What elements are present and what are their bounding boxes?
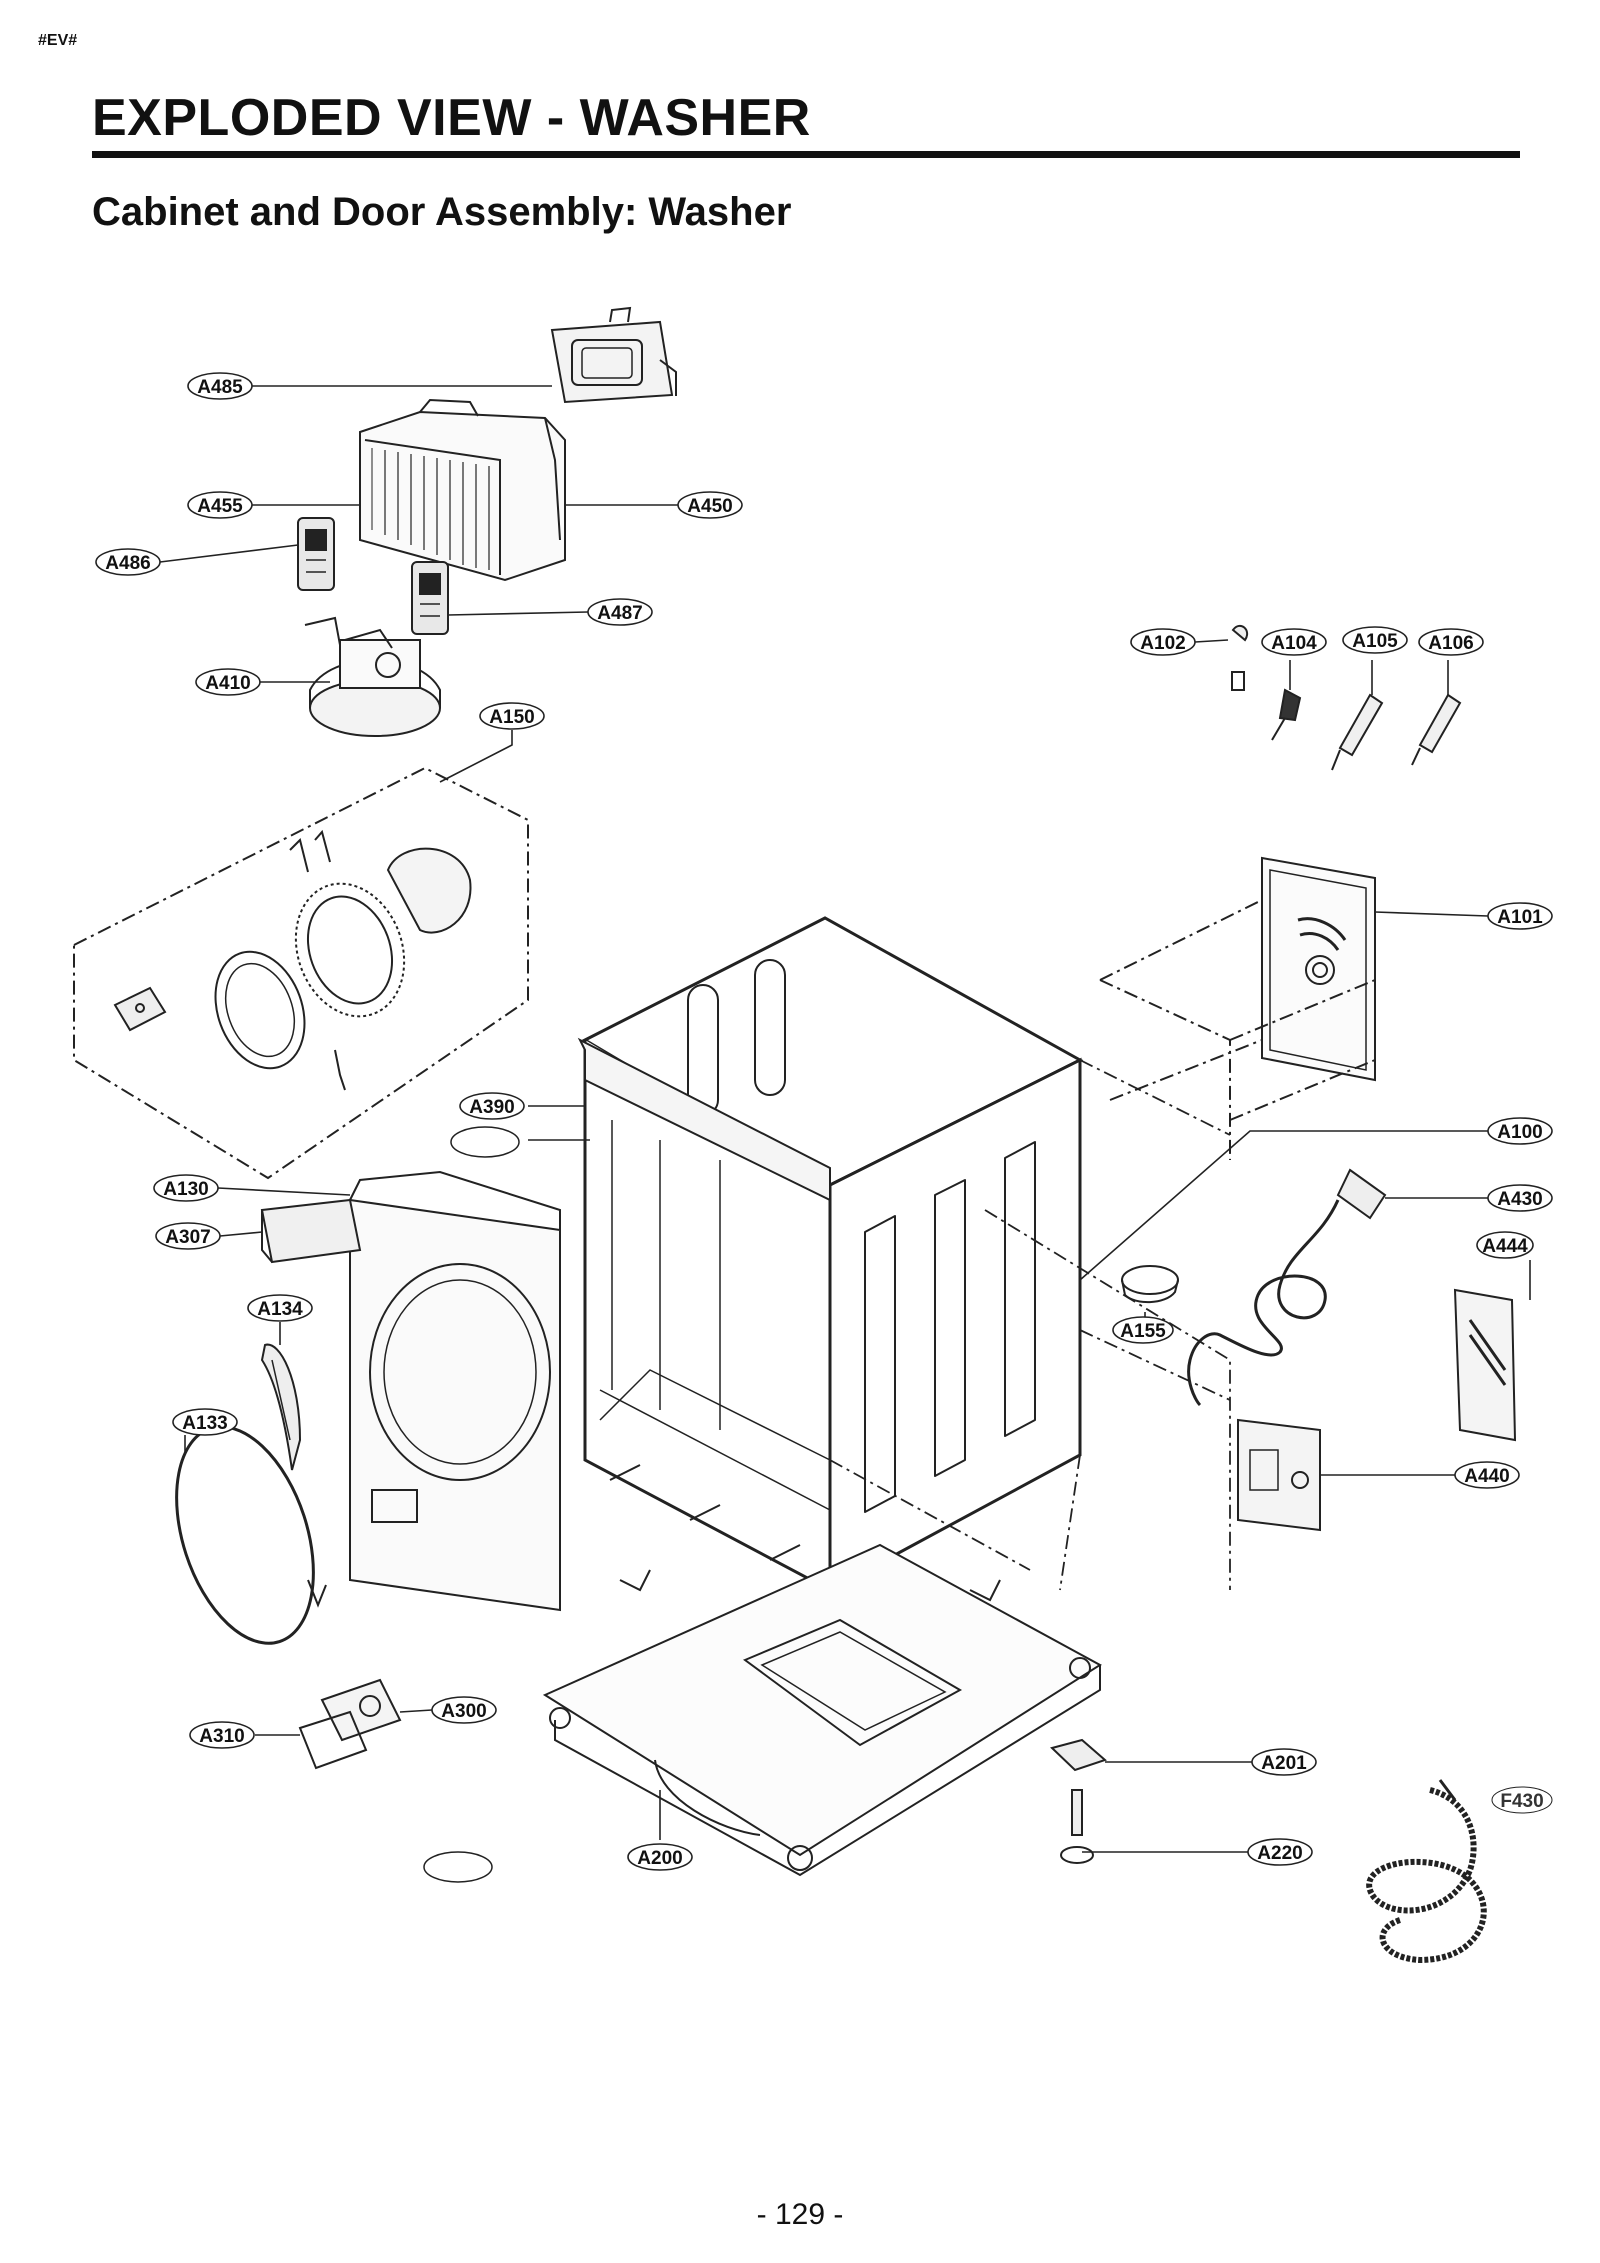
part-a200-base xyxy=(542,1543,1102,1877)
unlabeled-oval-1 xyxy=(450,1126,520,1158)
label-a106: A106 xyxy=(1418,628,1484,656)
svg-text:A450: A450 xyxy=(687,496,732,517)
part-a444-cover xyxy=(1453,1288,1517,1442)
part-a102-a106-small-parts xyxy=(1231,624,1462,771)
page-title: EXPLODED VIEW - WASHER xyxy=(92,89,811,147)
part-a100-cabinet xyxy=(577,916,1084,1593)
label-a201: A201 xyxy=(1251,1748,1317,1776)
svg-text:A104: A104 xyxy=(1271,633,1317,654)
svg-text:A410: A410 xyxy=(205,673,250,694)
label-f430: F430 xyxy=(1491,1786,1553,1814)
label-a440: A440 xyxy=(1454,1461,1520,1489)
label-a104: A104 xyxy=(1261,628,1327,656)
svg-text:A201: A201 xyxy=(1261,1753,1307,1774)
part-a220-foot xyxy=(1060,1789,1094,1864)
svg-text:A307: A307 xyxy=(165,1227,210,1248)
part-a300-a310-cover xyxy=(298,1678,402,1770)
part-a487-bracket xyxy=(411,561,449,635)
svg-text:A200: A200 xyxy=(637,1848,682,1869)
part-a455-a450-housing xyxy=(359,398,566,582)
svg-text:A486: A486 xyxy=(105,553,150,574)
svg-text:A300: A300 xyxy=(441,1701,486,1722)
svg-text:A100: A100 xyxy=(1497,1122,1542,1143)
svg-text:A310: A310 xyxy=(199,1726,244,1747)
page-subtitle: Cabinet and Door Assembly: Washer xyxy=(92,190,792,234)
part-a130-front-panel xyxy=(349,1170,561,1612)
part-a430-power-cord xyxy=(1187,1168,1387,1407)
label-a101: A101 xyxy=(1487,902,1553,930)
leader-lines xyxy=(159,385,1531,1853)
label-a444: A444 xyxy=(1476,1231,1534,1259)
label-a102: A102 xyxy=(1130,628,1196,656)
label-a150: A150 xyxy=(479,702,545,730)
label-a134: A134 xyxy=(247,1294,313,1322)
label-a487: A487 xyxy=(587,598,653,626)
svg-text:A105: A105 xyxy=(1352,631,1398,652)
part-a150-door-assembly xyxy=(73,766,529,1180)
label-a430: A430 xyxy=(1487,1184,1553,1212)
svg-text:A430: A430 xyxy=(1497,1189,1542,1210)
svg-text:A485: A485 xyxy=(197,377,243,398)
label-a220: A220 xyxy=(1247,1838,1313,1866)
part-a134-hinge xyxy=(260,1343,302,1471)
svg-text:A220: A220 xyxy=(1257,1843,1302,1864)
svg-text:A487: A487 xyxy=(597,603,642,624)
part-a155-grommet xyxy=(1121,1265,1179,1304)
part-a201-bracket xyxy=(1050,1738,1107,1772)
svg-text:A101: A101 xyxy=(1497,907,1543,928)
svg-text:F430: F430 xyxy=(1500,1791,1543,1812)
svg-text:A102: A102 xyxy=(1140,633,1185,654)
label-a200: A200 xyxy=(627,1843,693,1871)
svg-text:A106: A106 xyxy=(1428,633,1473,654)
part-a133-ring xyxy=(175,1425,327,1645)
part-f430-hose xyxy=(1366,1779,1487,1964)
label-a390: A390 xyxy=(459,1092,525,1120)
svg-text:A150: A150 xyxy=(489,707,534,728)
svg-text:A130: A130 xyxy=(163,1179,208,1200)
label-a133: A133 xyxy=(172,1408,238,1436)
svg-text:A444: A444 xyxy=(1482,1236,1528,1257)
label-a410: A410 xyxy=(195,668,261,696)
label-a310: A310 xyxy=(189,1721,255,1749)
svg-text:A155: A155 xyxy=(1120,1321,1166,1342)
part-a410-dispenser xyxy=(304,616,441,737)
title-rule xyxy=(92,151,1520,158)
svg-text:A133: A133 xyxy=(182,1413,227,1434)
label-a485: A485 xyxy=(187,372,253,400)
part-a485-panel xyxy=(550,306,677,404)
label-a300: A300 xyxy=(431,1696,497,1724)
label-a155: A155 xyxy=(1112,1316,1174,1344)
label-a100: A100 xyxy=(1487,1117,1553,1145)
label-a130: A130 xyxy=(153,1174,219,1202)
part-a101-rear-panel xyxy=(1099,856,1376,1160)
page-marker: #EV# xyxy=(38,32,78,49)
part-a486-bracket xyxy=(297,517,335,591)
label-a307: A307 xyxy=(155,1222,221,1250)
guide-lines xyxy=(829,1059,1231,1591)
unlabeled-oval-2 xyxy=(423,1851,493,1883)
page-number: - 129 - xyxy=(756,2198,844,2231)
label-a105: A105 xyxy=(1342,626,1408,654)
part-a440-filter xyxy=(1237,1418,1321,1532)
part-a307-bracket xyxy=(260,1198,362,1264)
label-a486: A486 xyxy=(95,548,161,576)
svg-text:A455: A455 xyxy=(197,496,243,517)
label-a450: A450 xyxy=(677,491,743,519)
svg-text:A134: A134 xyxy=(257,1299,303,1320)
svg-text:A440: A440 xyxy=(1464,1466,1509,1487)
svg-text:A390: A390 xyxy=(469,1097,514,1118)
label-a455: A455 xyxy=(187,491,253,519)
